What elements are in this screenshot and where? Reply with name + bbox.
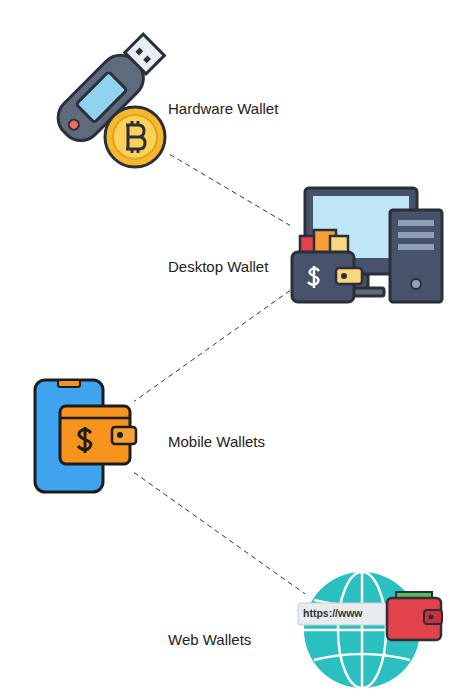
- wallet-seam: [60, 417, 130, 420]
- mobile-wallet-icon: [35, 380, 136, 492]
- wallet-flap: [424, 610, 442, 624]
- wallet-node: Web Wallets: [305, 565, 440, 690]
- wallet-node: Hardware Wallet: [50, 30, 170, 165]
- wallet-flap: [112, 427, 136, 444]
- wallet-clasp: [117, 432, 123, 438]
- usb-led: [67, 118, 81, 132]
- tower-button: [411, 279, 421, 289]
- web-wallet-icon: [298, 572, 442, 688]
- dashed-connector: [134, 472, 305, 593]
- wallet-clasp: [429, 615, 434, 620]
- wallet-node: Mobile Wallets: [32, 378, 134, 496]
- node-label: Web Wallets: [168, 631, 251, 648]
- node-label: Mobile Wallets: [168, 433, 265, 450]
- tower-slot: [398, 244, 434, 250]
- usb-hole: [143, 55, 151, 63]
- wallet-body: [292, 252, 354, 302]
- url-text: https://www: [303, 607, 363, 619]
- node-label: Desktop Wallet: [168, 258, 268, 275]
- wallet-flap: [336, 268, 362, 284]
- dashed-connector: [134, 291, 290, 402]
- wallet-body: [387, 598, 441, 640]
- dashed-connector: [170, 155, 290, 226]
- computer-tower: [390, 210, 442, 302]
- address-bar: [298, 603, 390, 625]
- usb-connector: [125, 34, 165, 74]
- hardware-wallet-icon: [50, 29, 170, 167]
- wallet-body: [60, 406, 130, 464]
- dollar-symbol: [78, 427, 91, 453]
- node-label: Hardware Wallet: [168, 100, 278, 117]
- wallet-node: Desktop Wallet: [290, 185, 445, 305]
- bitcoin-coin: [105, 107, 165, 167]
- tower-slot: [398, 232, 434, 238]
- tower-slot: [398, 220, 434, 226]
- bitcoin-symbol: [126, 121, 145, 153]
- usb-hole: [135, 48, 143, 56]
- desktop-wallet-icon: [292, 188, 442, 302]
- dollar-symbol: [308, 266, 319, 288]
- bitcoin-coin-inner: [113, 115, 157, 159]
- wallet-clasp: [341, 273, 347, 279]
- phone-notch: [58, 380, 80, 387]
